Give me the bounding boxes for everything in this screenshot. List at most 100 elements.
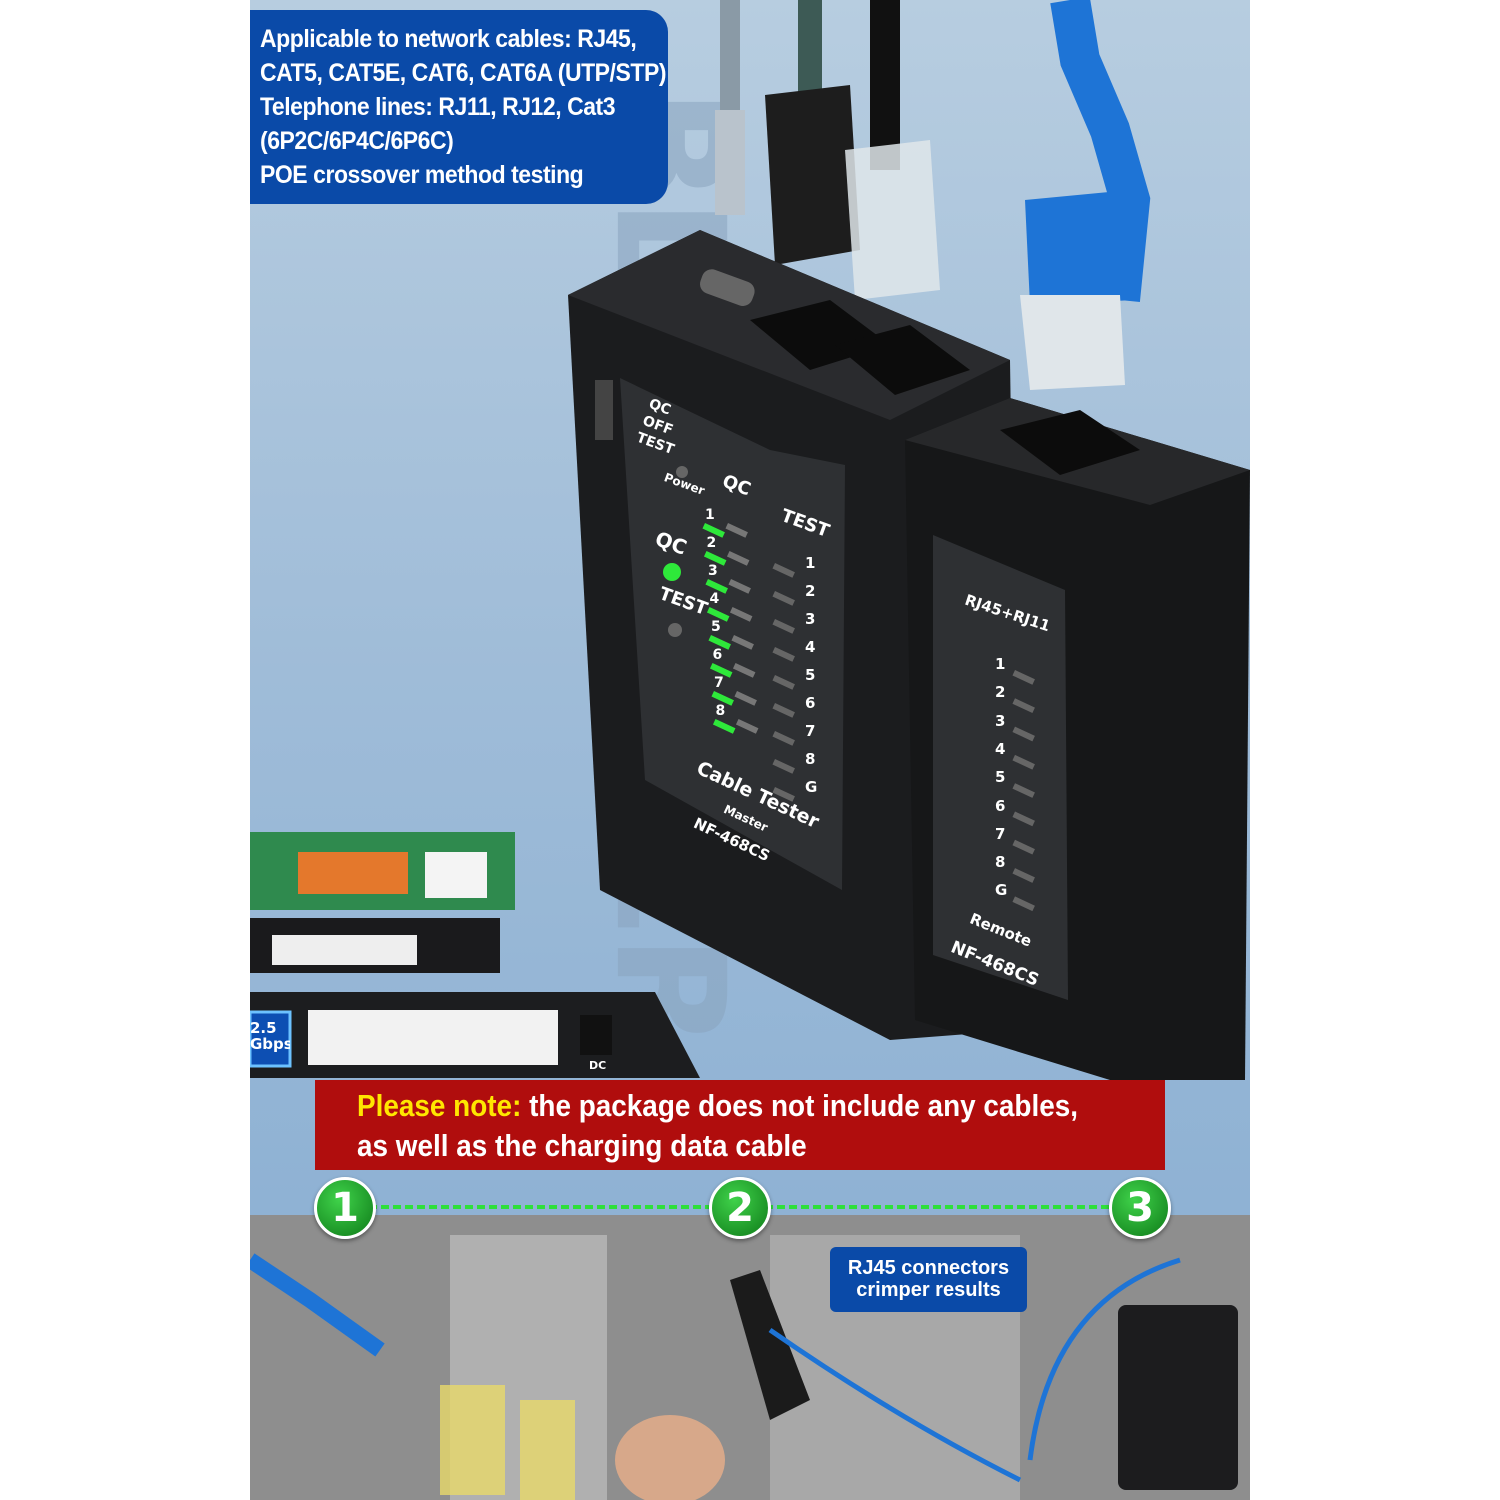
blue-rj45-plug <box>1020 295 1125 390</box>
remote-led <box>1012 698 1035 714</box>
remote-panel <box>933 535 1068 1000</box>
rj45-plug-black <box>765 85 860 265</box>
test-led <box>772 787 795 802</box>
note-highlight: Please note: <box>357 1088 522 1123</box>
test-pin-label: 2 <box>805 582 816 600</box>
qc-pin-label: 6 <box>712 647 723 663</box>
mode-switch <box>595 380 613 440</box>
blue-cable-3 <box>1027 1257 1181 1461</box>
note-line-1: the package does not include any cables, <box>521 1088 1078 1123</box>
compatibility-info-box: Applicable to network cables: RJ45, CAT5… <box>250 10 668 204</box>
remote-pin-label: 8 <box>995 853 1006 872</box>
remote-pin-label: 7 <box>995 824 1006 843</box>
blue-cable-1 <box>250 1253 385 1357</box>
remote-pin-label: 1 <box>995 655 1006 673</box>
product-image: BLE TESTER <box>250 0 1250 1500</box>
qc-pin-label: 8 <box>715 703 726 719</box>
qc-pin-label: 7 <box>714 675 724 691</box>
package-note-banner: Please note: the package does not includ… <box>315 1080 1165 1170</box>
usbc-cable <box>720 0 740 120</box>
test-led <box>772 647 795 662</box>
rj45-connector <box>520 1400 575 1500</box>
qc-pin-label: 2 <box>706 535 717 551</box>
remote-pin-label: 5 <box>995 768 1006 787</box>
test-pin-label: 4 <box>805 638 816 656</box>
qc-pin-label: 5 <box>711 619 721 635</box>
test-pin-label: 3 <box>805 610 816 628</box>
usbc-plug <box>715 110 745 215</box>
step-1-badge: 1 <box>314 1177 376 1239</box>
test-pin-label: G <box>805 778 818 796</box>
qc-led-green <box>708 635 731 650</box>
qc-led-green <box>703 550 727 566</box>
blue-boot <box>1025 190 1135 305</box>
rj11-port <box>835 325 970 395</box>
test-pin-label: 5 <box>805 666 816 684</box>
test-pin-label: 8 <box>805 750 816 768</box>
hand <box>615 1415 725 1500</box>
test-pin-label: 6 <box>805 694 816 712</box>
info-line: POE crossover method testing <box>260 161 584 189</box>
step-3-badge: 3 <box>1109 1177 1171 1239</box>
remote-pin-label: 2 <box>995 683 1006 702</box>
remote-rj45-port <box>1000 410 1140 475</box>
info-line: CAT5, CAT5E, CAT6, CAT6A (UTP/STP) <box>260 59 667 87</box>
crimp-label-line-2: crimper results <box>856 1279 1001 1301</box>
remote-led <box>1012 669 1035 685</box>
remote-pin-label: G <box>995 881 1008 900</box>
remote-led <box>1012 783 1035 798</box>
remote-pin-label: 6 <box>995 796 1006 815</box>
test-led <box>772 619 795 634</box>
rj45-connector <box>440 1385 505 1495</box>
info-line: Telephone lines: RJ11, RJ12, Cat3 <box>260 93 616 121</box>
usb-c-port <box>699 269 755 306</box>
braided-cable <box>798 0 822 95</box>
crimper-results-label: RJ45 connectors crimper results <box>830 1247 1027 1312</box>
flat-cable <box>870 0 900 170</box>
test-indicator-led <box>668 623 682 637</box>
bottom-background <box>250 1215 1250 1500</box>
remote-led <box>1012 896 1035 912</box>
remote-pin-label: 4 <box>995 739 1006 758</box>
dc-label: DC <box>589 1059 607 1072</box>
qc-led-green <box>702 522 725 538</box>
dc-jack <box>580 1015 612 1055</box>
test-led <box>772 703 795 718</box>
qc-led-off <box>734 690 757 706</box>
qc-indicator-led <box>663 563 681 581</box>
speed-badge <box>250 1010 292 1068</box>
test-led <box>772 731 795 746</box>
remote-led <box>1012 754 1035 770</box>
qc-led-green <box>705 579 728 594</box>
test-pin-label: 1 <box>805 554 816 572</box>
crimper-tool <box>730 1270 810 1420</box>
blue-cable-2 <box>768 1327 1022 1483</box>
qc-led-green <box>711 690 734 706</box>
qc-led-off <box>735 719 759 734</box>
power-led <box>676 466 688 478</box>
remote-led <box>1012 811 1035 827</box>
note-line-2: as well as the charging data cable <box>357 1128 807 1163</box>
test-led <box>772 591 795 606</box>
qc-led-off <box>731 635 754 650</box>
rj45-plug-clear <box>845 140 940 300</box>
remote-led <box>1012 726 1035 742</box>
remote-led <box>1012 839 1035 855</box>
info-line: Applicable to network cables: RJ45, <box>260 25 637 53</box>
test-led <box>772 759 795 774</box>
poe-ports <box>298 852 408 894</box>
master-panel <box>620 378 845 890</box>
qc-led-off <box>729 607 753 622</box>
switch-2.5g-ports <box>308 1010 558 1065</box>
info-line: (6P2C/6P4C/6P6C) <box>260 127 454 155</box>
test-pin-label: 7 <box>805 722 816 740</box>
qc-led-off <box>728 579 751 594</box>
speed-label: 2.5 Gbps <box>250 1020 290 1052</box>
step-2-badge: 2 <box>709 1177 771 1239</box>
crimp-label-line-1: RJ45 connectors <box>847 1257 1010 1279</box>
qc-pin-label: 1 <box>705 507 715 523</box>
qc-led-off <box>732 663 756 678</box>
qc-led-off <box>726 550 750 566</box>
remote-pin-label: 3 <box>995 711 1006 730</box>
qc-led-green <box>712 719 736 734</box>
